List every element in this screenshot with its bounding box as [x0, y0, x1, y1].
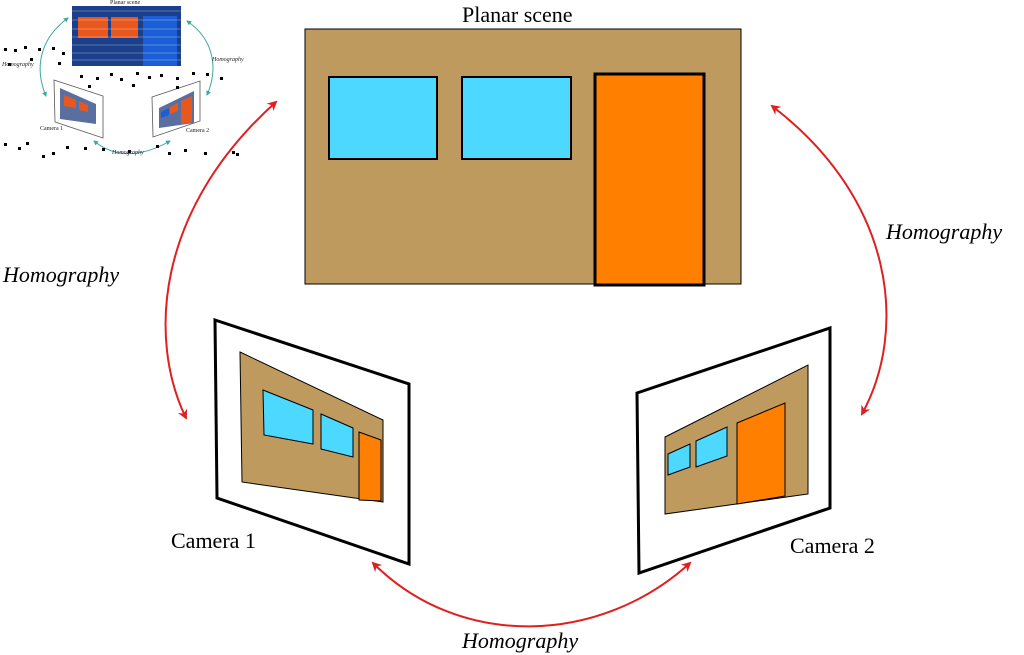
homography-arrow-bottom	[371, 561, 692, 628]
thumbnail-homography-left-label: Homography	[2, 62, 34, 68]
camera-2-label: Camera 2	[790, 533, 875, 558]
thumbnail-homography-bottom-label: Homography	[112, 150, 144, 156]
thumbnail-figure	[4, 6, 239, 158]
camera-1-window-right	[320, 413, 354, 458]
camera-1-label: Camera 1	[171, 528, 256, 553]
camera-2-window-left	[667, 443, 691, 476]
homography-label-right: Homography	[886, 219, 1003, 244]
scene-window-right	[461, 76, 572, 160]
camera-1-door	[358, 431, 382, 502]
camera-2-window-right	[695, 426, 728, 468]
scene-door	[593, 72, 706, 287]
thumbnail-homography-right-label: Homography	[212, 57, 244, 63]
thumbnail-planar-scene-label: Planar scene	[110, 0, 141, 6]
scene-window-left	[328, 76, 438, 160]
planar-scene-label: Planar scene	[462, 2, 573, 27]
camera-2-door	[736, 402, 786, 505]
homography-label-bottom: Homography	[462, 628, 579, 653]
homography-arrow-left	[164, 100, 278, 420]
homography-arrow-right	[770, 104, 888, 416]
thumbnail-camera-2-label: Camera 2	[186, 128, 210, 134]
planar-scene	[304, 28, 742, 287]
thumbnail-camera-1-label: Camera 1	[40, 126, 64, 132]
homography-label-left: Homography	[3, 262, 120, 287]
